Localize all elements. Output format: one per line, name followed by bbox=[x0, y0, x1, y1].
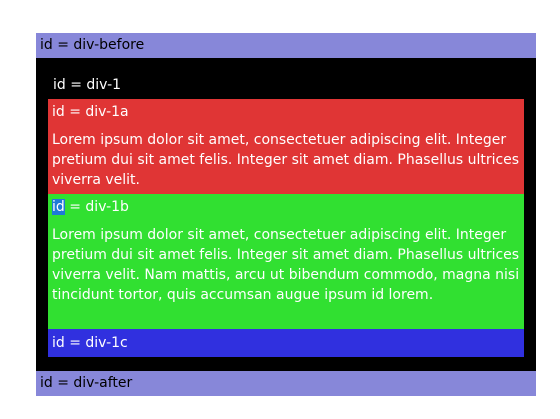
div-1b: id = div-1b Lorem ipsum dolor sit amet, … bbox=[48, 194, 524, 329]
div-1c: id = div-1c bbox=[48, 329, 524, 357]
div-1a-text: Lorem ipsum dolor sit amet, consectetuer… bbox=[52, 132, 520, 188]
div-1-label: id = div-1 bbox=[53, 77, 122, 93]
div-1b-text: Lorem ipsum dolor sit amet, consectetuer… bbox=[52, 227, 520, 303]
div-1a-label: id = div-1a bbox=[52, 104, 129, 120]
div-before: id = div-before bbox=[36, 33, 536, 58]
div-1b-label-rest: = div-1b bbox=[64, 199, 129, 215]
div-1: id = div-1 id = div-1a Lorem ipsum dolor… bbox=[36, 58, 536, 371]
div-1a: id = div-1a Lorem ipsum dolor sit amet, … bbox=[48, 99, 524, 194]
div-after: id = div-after bbox=[36, 371, 536, 396]
div-before-label: id = div-before bbox=[40, 37, 145, 53]
div-after-label: id = div-after bbox=[40, 375, 133, 391]
div-1c-label: id = div-1c bbox=[52, 335, 128, 351]
div-1b-label: id = div-1b bbox=[52, 197, 520, 217]
text-selection[interactable]: id bbox=[52, 199, 65, 215]
